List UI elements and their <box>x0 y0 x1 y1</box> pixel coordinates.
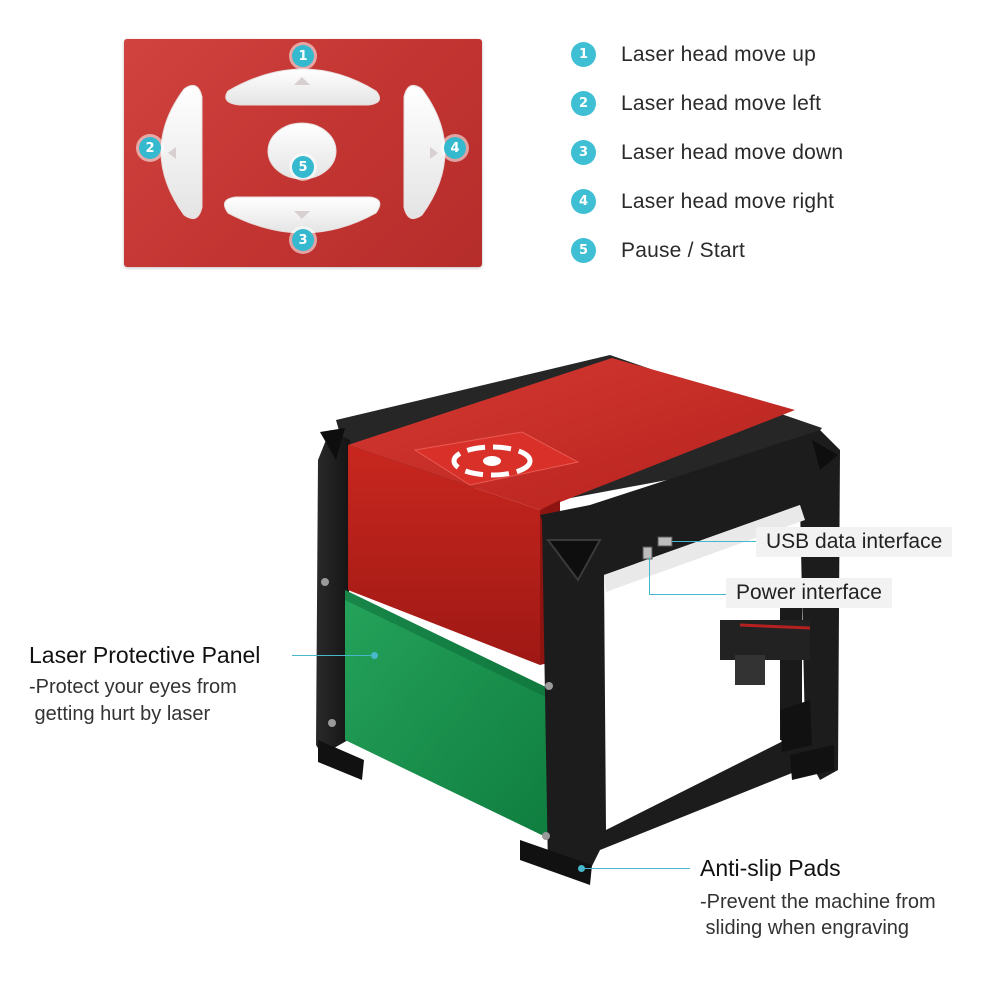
protective-panel-desc-line2: getting hurt by laser <box>29 703 211 725</box>
legend-item: 4 Laser head move right <box>571 177 971 226</box>
power-leader-line-h <box>649 594 726 595</box>
panel-marker-1: 1 <box>292 45 314 67</box>
power-interface-label: Power interface <box>726 578 892 608</box>
panel-leader-dot <box>371 652 378 659</box>
panel-marker-2: 2 <box>139 137 161 159</box>
panel-leader-line <box>292 655 374 656</box>
control-panel-graphic <box>160 68 446 234</box>
right-button-shape <box>403 84 446 220</box>
up-button-shape <box>225 68 381 106</box>
red-lid-front <box>348 445 540 665</box>
anti-slip-pads-desc-line2: sliding when engraving <box>700 917 910 939</box>
power-leader-line-v <box>649 557 650 595</box>
legend-item: 1 Laser head move up <box>571 30 971 79</box>
pads-leader-line <box>583 868 690 869</box>
front-left-foot <box>318 740 364 780</box>
rear-right-foot <box>790 745 834 780</box>
legend-number: 4 <box>571 189 596 214</box>
control-panel-closeup: 1 2 3 4 5 <box>124 39 482 267</box>
legend-number: 1 <box>571 42 596 67</box>
legend-item: 5 Pause / Start <box>571 226 971 275</box>
front-right-foot <box>520 840 592 885</box>
anti-slip-pads-desc-line1: -Prevent the machine from <box>700 891 936 913</box>
legend-item: 3 Laser head move down <box>571 128 971 177</box>
legend-label: Laser head move down <box>621 140 844 164</box>
pads-leader-dot <box>578 865 585 872</box>
legend-number: 3 <box>571 140 596 165</box>
center-button-shape <box>267 122 337 180</box>
panel-marker-4: 4 <box>444 137 466 159</box>
protective-panel-title: Laser Protective Panel <box>29 642 261 668</box>
button-legend: 1 Laser head move up 2 Laser head move l… <box>571 30 971 275</box>
usb-interface-label: USB data interface <box>756 527 953 557</box>
legend-label: Pause / Start <box>621 238 745 262</box>
usb-leader-line <box>672 541 756 542</box>
anti-slip-pads-title: Anti-slip Pads <box>700 855 841 881</box>
power-port <box>642 546 653 560</box>
legend-item: 2 Laser head move left <box>571 79 971 128</box>
legend-label: Laser head move up <box>621 42 817 66</box>
panel-marker-3: 3 <box>292 229 314 251</box>
protective-panel-desc-line1: -Protect your eyes from <box>29 676 237 698</box>
legend-number: 5 <box>571 238 596 263</box>
legend-label: Laser head move left <box>621 91 822 115</box>
green-protective-panel <box>345 590 552 840</box>
left-frame <box>316 430 350 755</box>
panel-marker-5: 5 <box>292 156 314 178</box>
legend-number: 2 <box>571 91 596 116</box>
usb-port <box>657 536 673 547</box>
legend-label: Laser head move right <box>621 189 835 213</box>
left-button-shape <box>160 84 203 220</box>
